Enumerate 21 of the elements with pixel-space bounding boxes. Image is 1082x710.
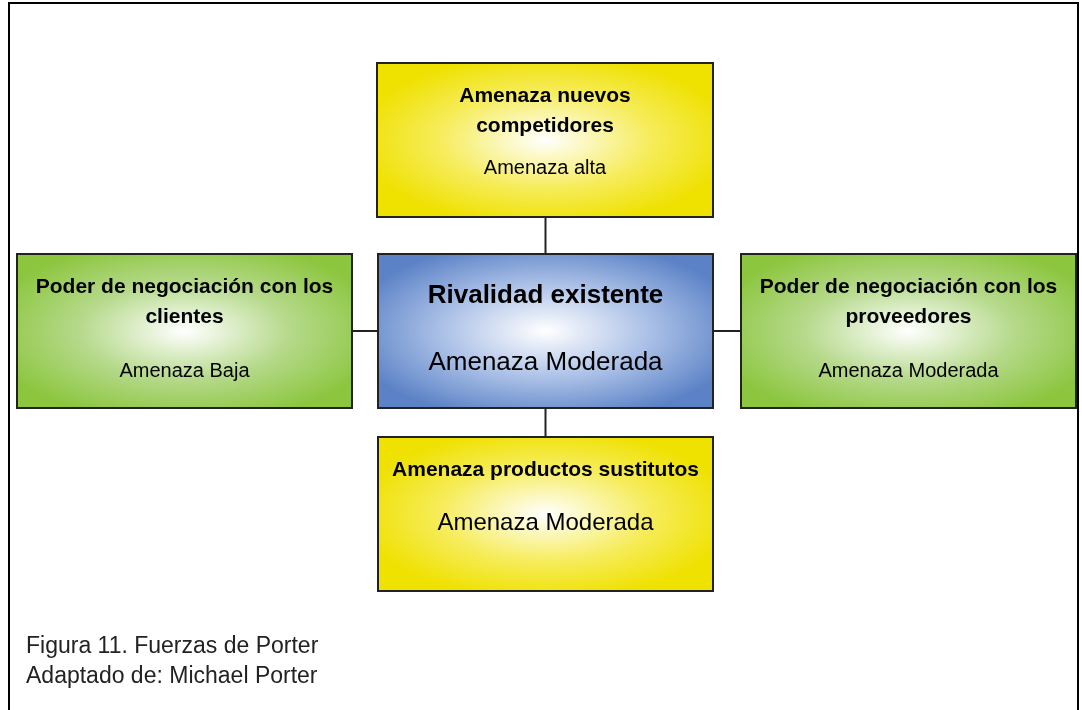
- figure-caption: Figura 11. Fuerzas de Porter: [26, 631, 319, 660]
- force-box: [377, 436, 714, 592]
- threat-level: Amenaza Baja: [119, 358, 250, 383]
- threat-level: Amenaza alta: [483, 155, 607, 180]
- connector-line: [544, 217, 547, 254]
- source-note: Adaptado de: Michael Porter: [26, 661, 319, 690]
- force-title: Poder de negociación con los clientes: [34, 273, 335, 329]
- threat-level: Amenaza Moderada: [437, 507, 654, 537]
- force-box: [376, 62, 714, 218]
- force-title: Amenaza nuevos competidores: [458, 82, 632, 138]
- force-title: Poder de negociación con los proveedores: [758, 273, 1059, 329]
- connector-line: [544, 408, 547, 437]
- force-title: Rivalidad existente: [427, 278, 664, 311]
- connector-line: [713, 330, 741, 332]
- threat-level: Amenaza Moderada: [818, 358, 999, 383]
- connector-line: [352, 330, 378, 332]
- force-title: Amenaza productos sustitutos: [392, 456, 699, 482]
- force-box: [740, 253, 1077, 409]
- threat-level: Amenaza Moderada: [428, 345, 663, 378]
- force-box: [377, 253, 714, 409]
- force-box: [16, 253, 353, 409]
